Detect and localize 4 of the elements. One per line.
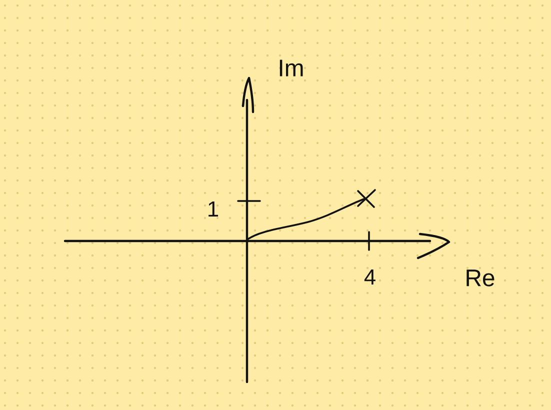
axis-label: Re xyxy=(466,270,494,286)
tick-label: 4 xyxy=(364,269,376,285)
tick-label: 1 xyxy=(208,201,218,217)
axis-label: Im xyxy=(280,60,303,76)
